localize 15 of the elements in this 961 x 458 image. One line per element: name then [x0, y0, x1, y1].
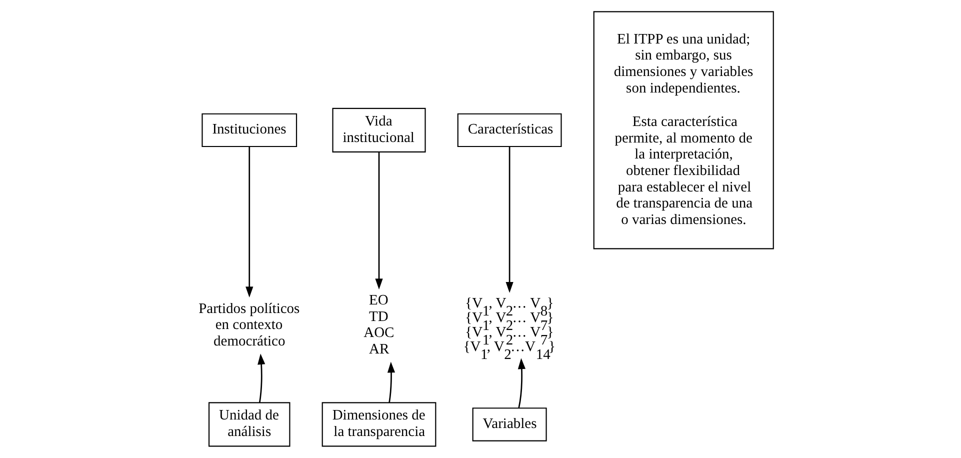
arrow	[386, 362, 395, 403]
arrow	[505, 146, 513, 293]
arrow	[517, 358, 526, 408]
arrow	[374, 152, 382, 290]
node-box: El ITPP es una unidad; sin embargo, sus dimensiones y variables son independientes. Esta característica permite, al momento de la interpretación, obtener flexibilidad para establecer el nivel de transparencia de una o varias dimensiones.	[592, 11, 774, 250]
node-text: Partidos políticos en contexto democrático	[198, 300, 300, 350]
node-text: EO TD AOC AR	[363, 292, 394, 358]
node-box: Características	[456, 113, 562, 148]
node-box: Instituciones	[201, 113, 297, 148]
arrow	[257, 354, 265, 403]
node-box: Variables	[472, 408, 546, 442]
node-box: Unidad de análisis	[208, 402, 290, 447]
node-box: Vida institucional	[332, 108, 426, 152]
node-box: Dimensiones de la transparencia	[321, 402, 436, 447]
arrow	[245, 146, 253, 298]
